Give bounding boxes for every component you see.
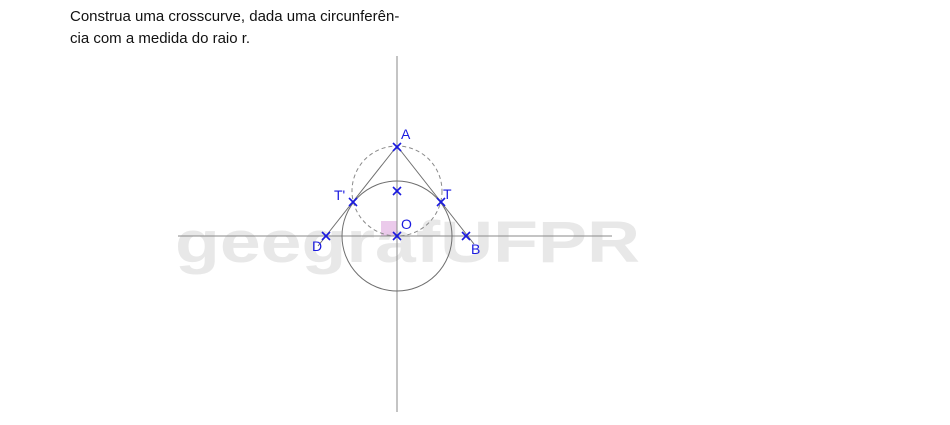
point-a-marker [392, 142, 402, 152]
main-circle [341, 180, 453, 292]
point-d-marker [321, 231, 331, 241]
label-d: D [312, 238, 322, 254]
label-t-prime: T' [334, 187, 345, 203]
label-t: T [443, 186, 452, 202]
point-o-marker [392, 231, 402, 241]
point-markers [321, 142, 471, 241]
point-mid-marker [392, 186, 402, 196]
problem-statement-line-2: cia com a medida do raio r. [70, 30, 251, 47]
point-t-marker [436, 197, 446, 207]
watermark: geegrafUFPR [175, 210, 640, 275]
label-b: B [471, 241, 480, 257]
point-t-prime-marker [348, 197, 358, 207]
tangent-line-left [317, 145, 398, 247]
tangent-line-right [396, 145, 475, 245]
label-a: A [401, 126, 411, 142]
problem-statement-line-1: Construa uma crosscurve, dada uma circun… [70, 8, 400, 25]
problem-statement: Construa uma crosscurve, dada uma circun… [70, 6, 490, 50]
point-b-marker [461, 231, 471, 241]
label-o: O [401, 216, 412, 232]
